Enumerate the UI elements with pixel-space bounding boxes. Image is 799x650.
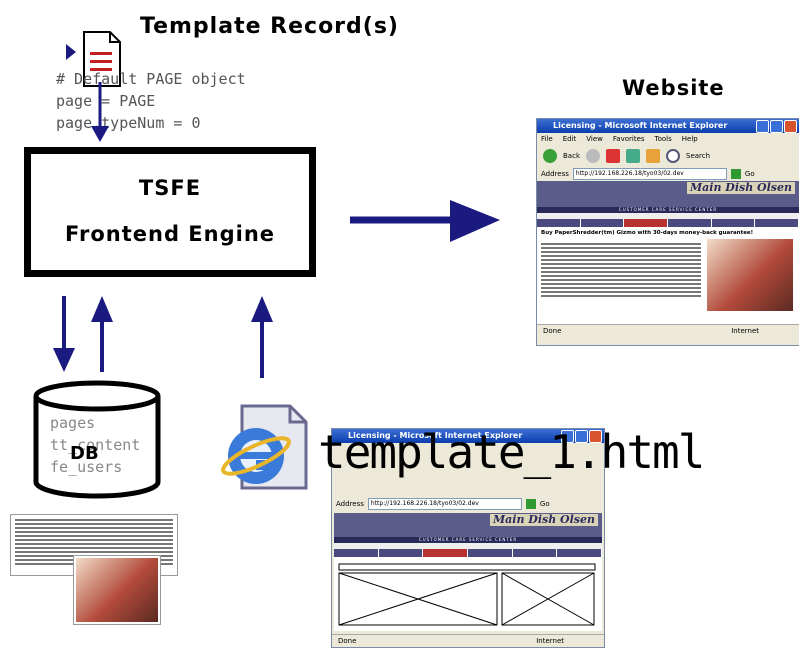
db-content-photo (73, 555, 161, 625)
site-menu-item (755, 219, 799, 227)
website-page: Main Dish Olsen CUSTOMER CARE SERVICE CE… (537, 181, 799, 324)
browser-title-bar: Licensing - Microsoft Internet Explorer (537, 119, 799, 133)
db-table-pages: pages (50, 414, 96, 432)
db-table-fe-users: fe_users (50, 458, 123, 476)
engine-subtitle: Frontend Engine (64, 222, 276, 246)
maximize-icon (770, 120, 783, 133)
search-icon (666, 149, 680, 163)
go-icon (730, 169, 741, 179)
engine-name: TSFE (138, 176, 202, 200)
menu-help: Help (681, 135, 698, 143)
back-label: Back (563, 152, 580, 160)
close-icon (784, 120, 797, 133)
database-icon (33, 380, 161, 499)
refresh-icon (626, 149, 640, 163)
menu-file: File (541, 135, 553, 143)
code-line: # Default PAGE object (56, 70, 246, 88)
menu-view: View (586, 135, 603, 143)
site-breadcrumb (537, 213, 799, 219)
db-table-tt-content: tt_content (50, 436, 141, 454)
site-header: Main Dish Olsen (537, 181, 799, 207)
db-tables: pages tt_content fe_users (50, 412, 140, 478)
address-field: http://192.168.226.18/tyo03/02.dev (572, 168, 727, 180)
browser-toolbar: Back Search (537, 145, 799, 167)
site-brand: Main Dish Olsen (687, 182, 795, 194)
go-label: Go (744, 170, 755, 178)
site-menu-item (537, 219, 581, 227)
status-zone: Internet (731, 327, 759, 335)
website-title: Website (622, 76, 725, 100)
document-icon (66, 31, 121, 87)
stop-icon (606, 149, 620, 163)
address-label: Address (541, 170, 569, 178)
browser-window-title: Licensing - Microsoft Internet Explorer (553, 121, 728, 130)
status-done: Done (543, 327, 562, 335)
template-file-name: template_1.html (318, 425, 705, 479)
html-file-icon (221, 404, 308, 490)
site-menu-item (580, 219, 625, 227)
menu-tools: Tools (654, 135, 672, 143)
site-menu-item (711, 219, 756, 227)
forward-icon (586, 149, 600, 163)
site-banner: CUSTOMER CARE SERVICE CENTER (537, 207, 799, 213)
minimize-icon (756, 120, 769, 133)
website-browser: Licensing - Microsoft Internet Explorer … (536, 118, 799, 346)
search-label: Search (686, 152, 711, 160)
browser-address-bar: Address http://192.168.226.18/tyo03/02.d… (537, 167, 799, 181)
db-label: DB (70, 443, 99, 464)
site-photo (707, 239, 793, 311)
home-icon (646, 149, 660, 163)
template-records-title: Template Record(s) (140, 14, 399, 39)
tsfe-engine-box: TSFE Frontend Engine (24, 147, 316, 277)
back-icon (543, 149, 557, 163)
code-line: page = PAGE (56, 92, 156, 110)
menu-favorites: Favorites (612, 135, 645, 143)
site-menu (537, 219, 799, 227)
browser-status-bar: Done Internet (537, 324, 799, 337)
site-body-text (541, 241, 701, 299)
menu-edit: Edit (562, 135, 577, 143)
site-menu-item (668, 219, 712, 227)
browser-menu-bar: File Edit View Favorites Tools Help (537, 133, 799, 145)
site-menu-item (624, 219, 669, 227)
site-headline: Buy PaperShredder(tm) Gizmo with 30-days… (541, 230, 754, 236)
